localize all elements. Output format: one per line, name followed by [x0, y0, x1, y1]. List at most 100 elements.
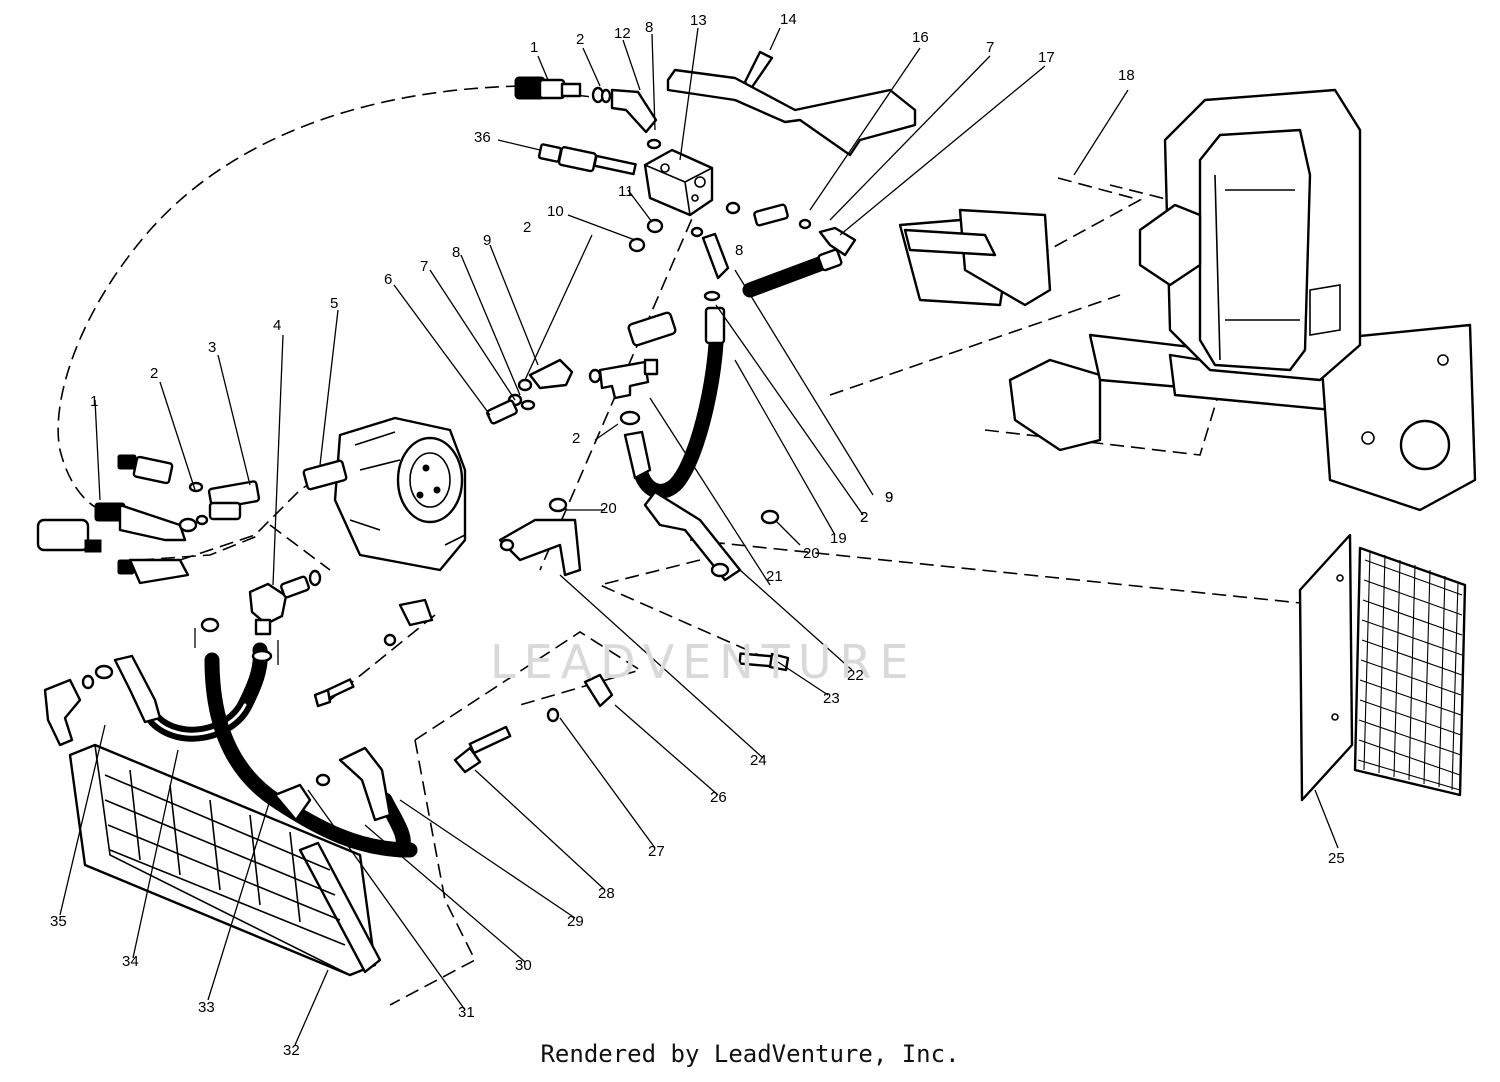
screen-panel [1298, 533, 1467, 802]
callout-7: 7 [420, 258, 428, 275]
fitting-9 [701, 232, 730, 280]
callout-9: 9 [483, 232, 491, 249]
mesh-grid [1357, 551, 1463, 791]
callout-20: 20 [803, 545, 820, 562]
callout-35: 35 [50, 913, 67, 930]
bracket-24 [498, 497, 582, 577]
callout-5: 5 [330, 295, 338, 312]
callout-2: 2 [572, 430, 580, 447]
fitting-16-17 [753, 203, 857, 257]
callout-31: 31 [458, 1004, 475, 1021]
clip-26 [583, 673, 614, 708]
callout-9: 9 [885, 489, 893, 506]
elbow-fitting-4 [248, 569, 322, 636]
nut [646, 218, 664, 234]
callout-7: 7 [986, 39, 994, 56]
callout-30: 30 [515, 957, 532, 974]
callout-2: 2 [860, 509, 868, 526]
callout-9: 9 [885, 489, 893, 506]
dashed-routing-line [414, 631, 642, 741]
dashed-routing-line [389, 739, 477, 1006]
callout-8: 8 [452, 244, 460, 261]
washer [546, 707, 560, 723]
hose-fitting [817, 248, 843, 272]
o-ring [725, 201, 741, 215]
bolt-left [313, 678, 355, 708]
washer [383, 633, 397, 647]
ribbed-hose [742, 254, 833, 298]
o-ring [646, 138, 662, 150]
callout-14: 14 [780, 11, 797, 28]
callout-2: 2 [523, 219, 531, 236]
leader-lines [59, 27, 1339, 1046]
elbow-fitting [610, 88, 658, 134]
callout-1: 1 [90, 393, 98, 410]
callout-4: 4 [273, 317, 281, 334]
callout-22: 22 [847, 667, 864, 684]
callout-23: 23 [823, 690, 840, 707]
callout-17: 17 [1038, 49, 1055, 66]
callout-11: 11 [618, 183, 634, 200]
compressor [302, 416, 467, 572]
hose-clamp [200, 617, 220, 633]
callout-33: 33 [198, 999, 215, 1016]
callout-12: 12 [614, 25, 631, 42]
dashed-routing-line [829, 294, 1121, 396]
tee-fitting [598, 358, 659, 400]
callout-16: 16 [912, 29, 929, 46]
callout-19: 19 [830, 530, 847, 547]
nut [628, 237, 646, 253]
fitting-chain [486, 358, 602, 425]
callout-1: 1 [530, 39, 538, 56]
hose-end-upper [514, 76, 612, 104]
callout-labels: 1 2 12 8 13 14 16 7 17 18 36 11 10 9 2 8… [50, 11, 1345, 1059]
dashed-routing-line [597, 559, 771, 661]
callout-3: 3 [208, 339, 216, 356]
callout-20: 20 [600, 500, 617, 517]
hose-fitting [623, 430, 652, 480]
callout-34: 34 [122, 953, 139, 970]
callout-18: 18 [1118, 67, 1135, 84]
credit-footer: Rendered by LeadVenture, Inc. [540, 1040, 960, 1068]
nipple-fitting [627, 311, 677, 347]
callout-13: 13 [690, 12, 707, 29]
manifold-block [643, 148, 714, 217]
hose-fitting [704, 306, 726, 345]
dashed-routing-line [139, 534, 261, 561]
dashed-routing-line [57, 85, 521, 511]
dashed-routing-line [269, 524, 331, 571]
callout-36: 36 [474, 129, 491, 146]
callout-10: 10 [547, 203, 564, 220]
tractor-frame [898, 208, 1477, 512]
bolt-28 [453, 725, 512, 774]
hose-19 [632, 307, 724, 499]
callout-8: 8 [645, 19, 653, 36]
o-ring [690, 226, 704, 238]
callout-21: 21 [766, 568, 783, 585]
engine [1138, 88, 1362, 382]
callout-28: 28 [598, 885, 615, 902]
callout-29: 29 [567, 913, 584, 930]
callout-24: 24 [750, 752, 767, 769]
left-fittings [36, 454, 261, 585]
callout-25: 25 [1328, 850, 1345, 867]
o-ring [703, 290, 721, 302]
callout-2: 2 [576, 31, 584, 48]
callout-26: 26 [710, 789, 727, 806]
callout-8: 8 [735, 242, 743, 259]
callout-27: 27 [648, 843, 665, 860]
dashed-routing-line [689, 539, 1321, 606]
clip-upper [398, 598, 434, 627]
mount-bracket-upper [666, 68, 917, 157]
fitting-36 [537, 143, 637, 176]
callout-6: 6 [384, 271, 392, 288]
cooler-elbow-right [273, 746, 392, 822]
cooler-elbow-left [43, 654, 162, 747]
oil-cooler [68, 743, 382, 977]
watermark: LEADVENTURE [490, 635, 917, 689]
o-ring [619, 410, 641, 426]
callout-32: 32 [283, 1042, 300, 1059]
callout-2: 2 [150, 365, 158, 382]
hose-33 [204, 652, 418, 858]
